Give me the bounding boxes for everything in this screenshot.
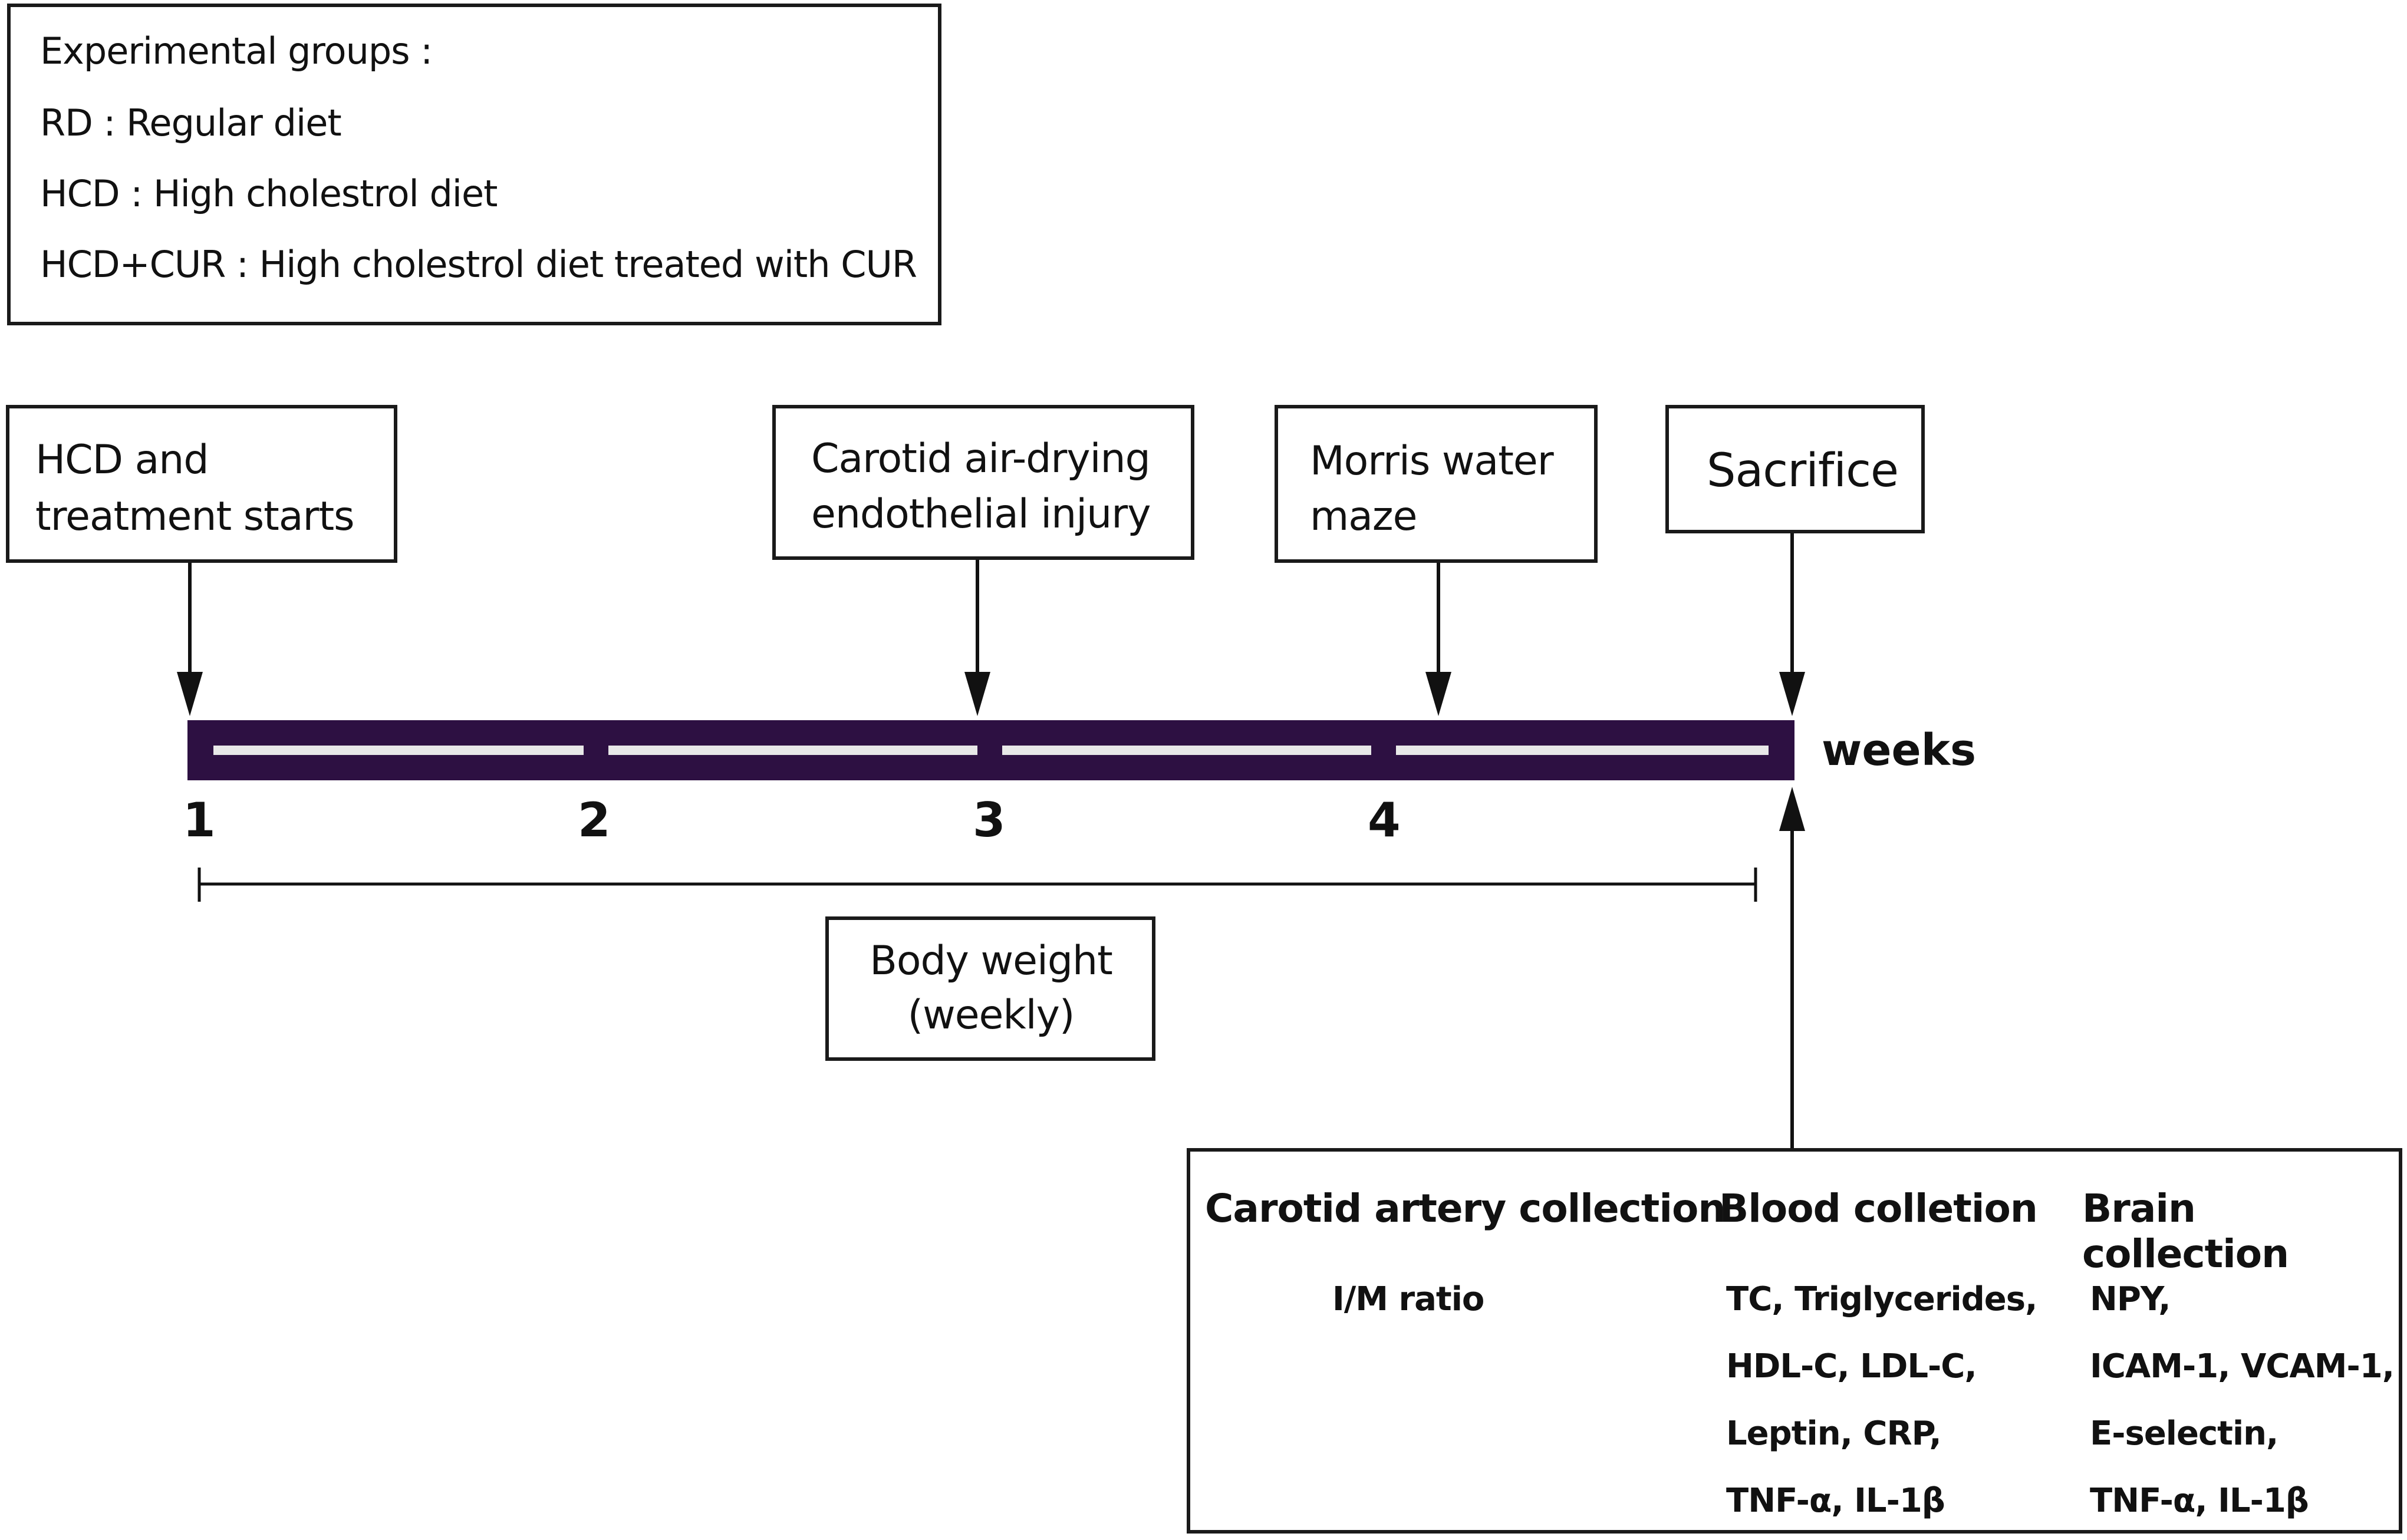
event-box-water-maze: Morris water maze bbox=[1275, 405, 1598, 563]
brain-item-3: E-selectin, bbox=[2090, 1414, 2278, 1453]
body-weight-line1: Body weight bbox=[870, 938, 1113, 984]
blood-item-2: HDL-C, LDL-C, bbox=[1726, 1347, 1977, 1386]
arrow-sacrifice bbox=[1779, 533, 1805, 716]
carotid-item-1: I/M ratio bbox=[1332, 1280, 1484, 1318]
brain-item-4: TNF-α, IL-1β bbox=[2090, 1482, 2309, 1520]
arrow-hcd-start bbox=[177, 560, 203, 716]
timeline-segment-3 bbox=[1002, 746, 1371, 755]
collection-box bbox=[1187, 1148, 2402, 1534]
arrow-carotid-injury bbox=[964, 557, 990, 716]
week-tick-4: 4 bbox=[1368, 793, 1401, 848]
event-box-sacrifice: Sacrifice bbox=[1665, 405, 1925, 533]
event-box-hcd-start: HCD and treatment starts bbox=[6, 405, 397, 563]
week-tick-2: 2 bbox=[578, 793, 611, 848]
legend-title: Experimental groups : bbox=[40, 29, 433, 72]
blood-item-4: TNF-α, IL-1β bbox=[1726, 1482, 1945, 1520]
blood-item-1: TC, Triglycerides, bbox=[1726, 1280, 2037, 1318]
timeline-segment-2 bbox=[608, 746, 977, 755]
legend-item-hcd-cur: HCD+CUR : High cholestrol diet treated w… bbox=[40, 243, 917, 286]
body-weight-bracket bbox=[197, 868, 1757, 902]
blood-item-3: Leptin, CRP, bbox=[1726, 1414, 1942, 1453]
timeline-unit-label: weeks bbox=[1822, 725, 1976, 776]
blood-collection-header: Blood colletion bbox=[1719, 1186, 2038, 1231]
event-carotid-line1: Carotid air-drying bbox=[811, 436, 1151, 482]
event-hcd-start-line1: HCD and bbox=[35, 437, 209, 483]
week-tick-3: 3 bbox=[973, 793, 1006, 848]
brain-item-2: ICAM-1, VCAM-1, bbox=[2090, 1347, 2395, 1386]
body-weight-box: Body weight (weekly) bbox=[825, 916, 1155, 1061]
event-carotid-line2: endothelial injury bbox=[811, 491, 1151, 537]
carotid-collection-header: Carotid artery collection bbox=[1205, 1186, 1726, 1231]
arrow-water-maze bbox=[1425, 560, 1451, 716]
timeline-segment-1 bbox=[213, 746, 584, 755]
legend-box: Experimental groups : RD : Regular diet … bbox=[7, 4, 941, 325]
arrow-collection bbox=[1779, 787, 1805, 1149]
legend-item-hcd: HCD : High cholestrol diet bbox=[40, 172, 498, 215]
event-maze-line2: maze bbox=[1310, 493, 1417, 540]
event-sacrifice-label: Sacrifice bbox=[1707, 444, 1899, 497]
event-hcd-start-line2: treatment starts bbox=[35, 493, 355, 540]
timeline-bar-segments bbox=[213, 746, 1769, 755]
legend-item-rd: RD : Regular diet bbox=[40, 101, 342, 144]
brain-collection-header: Brain collection bbox=[2082, 1186, 2289, 1277]
body-weight-line2: (weekly) bbox=[907, 992, 1075, 1038]
brain-item-1: NPY, bbox=[2090, 1280, 2171, 1318]
week-tick-1: 1 bbox=[183, 793, 216, 848]
timeline-segment-4 bbox=[1396, 746, 1769, 755]
event-maze-line1: Morris water bbox=[1310, 438, 1554, 484]
event-box-carotid-injury: Carotid air-drying endothelial injury bbox=[772, 405, 1194, 560]
